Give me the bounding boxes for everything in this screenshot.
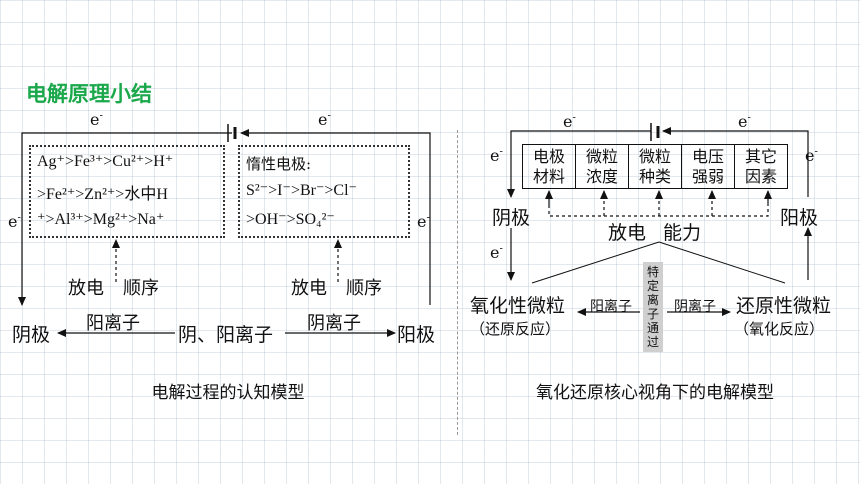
cation-order-line-1: Ag⁺>Fe³⁺>Cu²⁺>H⁺ <box>37 153 174 170</box>
anion-label-left: 阴离子 <box>307 313 361 334</box>
divider <box>457 130 458 435</box>
oxidizing-particle-label: 氧化性微粒 <box>470 295 566 317</box>
cation-label-right: 阳离子 <box>590 299 632 315</box>
page-title: 电解原理小结 <box>26 82 152 106</box>
electron-label-r4: e- <box>805 146 818 165</box>
anion-order-line-3: >OH⁻>SO₄²⁻ <box>246 211 335 228</box>
ions-label: 阴、阳离子 <box>178 324 274 346</box>
anion-order-line-2: S²⁻>I⁻>Br⁻>Cl⁻ <box>246 182 357 199</box>
reducing-note: （氧化反应） <box>734 320 825 338</box>
anion-order-line-1: 惰性电极: <box>246 155 312 173</box>
ability-label: 能力 <box>663 222 702 244</box>
factor-particle-type: 微粒种类 <box>629 145 682 188</box>
electron-label-right-top: e- <box>318 110 331 129</box>
cation-discharge-box: Ag⁺>Fe³⁺>Cu²⁺>H⁺ >Fe²⁺>Zn²⁺>水中H ⁺>Al³⁺>M… <box>29 145 225 238</box>
anion-discharge-box: 惰性电极: S²⁻>I⁻>Br⁻>Cl⁻ >OH⁻>SO₄²⁻ <box>238 145 410 238</box>
factor-other: 其它因素 <box>744 146 777 186</box>
electron-label-r3: e- <box>490 146 503 165</box>
factor-electrode-material: 电极材料 <box>523 145 576 188</box>
anode-label-left: 阳极 <box>397 324 436 346</box>
cathode-label-right: 阴极 <box>492 207 531 229</box>
electron-label-right-side: e- <box>417 212 430 231</box>
factor-table: 电极材料 微粒浓度 微粒种类 电压强弱 其它因素 <box>522 144 788 189</box>
factor-voltage: 电压强弱 <box>682 145 735 188</box>
cathode-label-left: 阴极 <box>12 324 51 346</box>
electron-label-left-top: e- <box>90 110 103 129</box>
discharge-label-r: 放电 <box>608 222 647 244</box>
right-caption: 氧化还原核心视角下的电解模型 <box>536 383 774 403</box>
factor-particle-concentration: 微粒浓度 <box>576 145 629 188</box>
cation-order-line-2: >Fe²⁺>Zn²⁺>水中H <box>37 186 168 203</box>
anion-label-right: 阴离子 <box>674 299 716 315</box>
order-label-left: 顺序 <box>123 278 159 299</box>
order-label-right: 顺序 <box>346 278 382 299</box>
discharge-label-left: 放电 <box>68 278 104 299</box>
oxidizing-note: （还原反应） <box>470 320 561 338</box>
electron-label-left-side: e- <box>8 212 21 231</box>
cation-order-line-3: ⁺>Al³⁺>Mg²⁺>Na⁺ <box>37 211 165 228</box>
anode-label-right: 阳极 <box>780 207 819 229</box>
cation-label-left: 阳离子 <box>86 313 140 334</box>
electron-label-r5: e- <box>490 243 503 262</box>
discharge-label-right: 放电 <box>291 278 327 299</box>
left-caption: 电解过程的认知模型 <box>151 383 305 403</box>
electron-label-r2: e- <box>738 112 751 131</box>
reducing-particle-label: 还原性微粒 <box>736 295 832 317</box>
electron-label-r1: e- <box>563 112 576 131</box>
special-ion-pass-box: 特定离子通过 <box>643 262 663 352</box>
